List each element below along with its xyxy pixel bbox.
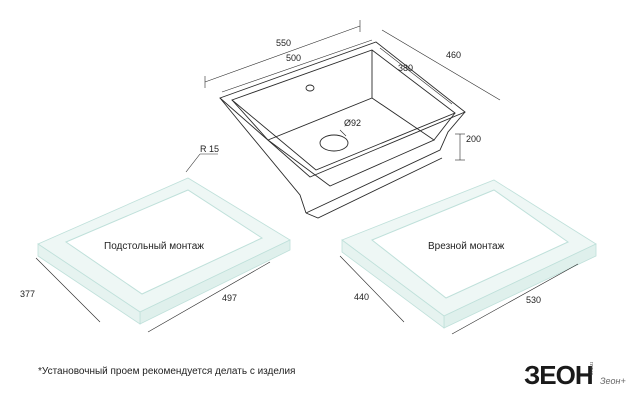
sink-bowl-bottom xyxy=(267,97,435,187)
dim-undermount-width: 497 xyxy=(222,293,237,303)
drain-hole xyxy=(319,134,349,152)
brand-logo: ЗЕОН xyxy=(524,360,594,390)
brand-tagline: глина xyxy=(588,362,594,375)
dim-flushmount-width: 530 xyxy=(526,295,541,305)
flushmount-slab-left xyxy=(341,239,445,329)
dim-drain-diameter: Ø92 xyxy=(344,118,361,128)
brand-suffix: Зеон+ xyxy=(600,376,626,386)
flushmount-opening xyxy=(371,189,569,299)
flushmount-label: Врезной монтаж xyxy=(428,241,505,252)
undermount-slab-left xyxy=(37,243,141,325)
sink-body-left xyxy=(219,97,307,214)
dim-undermount-radius: R 15 xyxy=(200,144,219,154)
sink-dimensions xyxy=(204,20,501,161)
dim-sink-outer-width: 550 xyxy=(276,38,291,48)
dim-sink-inner-width: 500 xyxy=(286,53,301,63)
dim-undermount-depth: 377 xyxy=(20,289,35,299)
undermount-cutout xyxy=(35,153,291,333)
sink-bowl-back-left xyxy=(231,99,269,141)
undermount-opening xyxy=(64,189,264,295)
sink-isometric xyxy=(219,41,466,219)
sink-bowl-front xyxy=(433,112,456,141)
dim-sink-inner-depth: 380 xyxy=(398,63,413,73)
sink-body-front xyxy=(305,111,466,214)
sink-rim-inner xyxy=(231,49,456,171)
tap-hole xyxy=(305,84,315,92)
dim-flushmount-depth: 440 xyxy=(354,292,369,302)
installation-footnote: *Установочный проем рекомендуется делать… xyxy=(38,366,296,377)
dim-sink-height: 200 xyxy=(466,134,481,144)
sink-body-bottom xyxy=(305,157,443,219)
flushmount-cutout xyxy=(339,179,597,335)
undermount-label: Подстольный монтаж xyxy=(104,241,204,252)
dim-sink-outer-depth: 460 xyxy=(446,50,461,60)
